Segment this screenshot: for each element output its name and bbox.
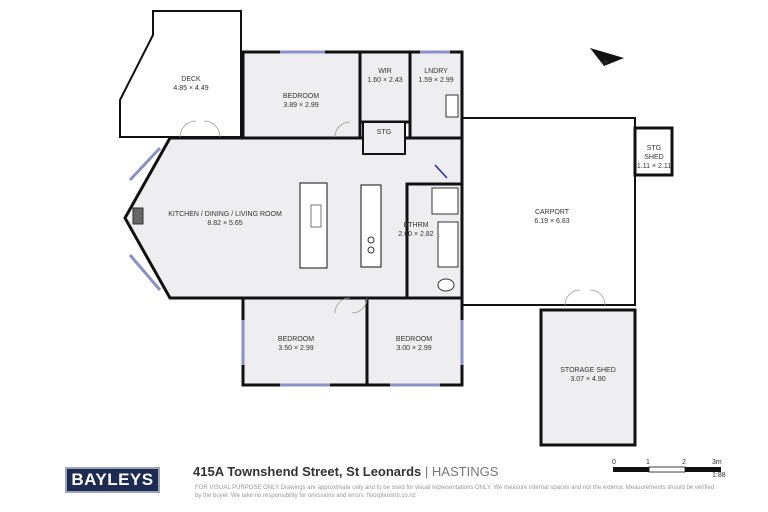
kitchen-bench: [360, 184, 382, 268]
deck-label: DECK: [181, 76, 201, 83]
bedroom-1-label: BEDROOM: [283, 93, 319, 100]
toilet-icon: [437, 278, 455, 292]
scale-tick-3: 3m: [712, 459, 722, 466]
living-size: 8.82 × 5.65: [207, 220, 242, 227]
bathtub-icon: [437, 221, 459, 268]
laundry-tub-icon: [445, 94, 459, 118]
bthrm-label: BTHRM: [404, 222, 429, 229]
wir-label: WIR: [378, 68, 392, 75]
doors: [179, 120, 606, 314]
city-name: HASTINGS: [431, 464, 499, 479]
stg-shed-size: 1.11 × 2.11: [637, 163, 671, 170]
lndry-label: LNDRY: [424, 68, 448, 75]
wir-area: [358, 50, 412, 124]
bedroom-1-area: [241, 50, 362, 140]
bedroom-1-size: 3.89 × 2.99: [283, 102, 318, 109]
address-text: 415A Townshend Street, St Leonards: [193, 464, 422, 479]
stg-shed-label: STG: [647, 145, 661, 152]
bedroom-3-label: BEDROOM: [396, 336, 432, 343]
property-address: 415A Townshend Street, St Leonards | HAS…: [193, 464, 498, 479]
stg-label: STG: [377, 129, 391, 136]
storage-shed-label: STORAGE SHED: [560, 367, 616, 374]
stg-area: [362, 121, 406, 155]
sink-icon: [310, 204, 322, 228]
bedroom-2-label: BEDROOM: [278, 336, 314, 343]
carport-size: 6.19 × 6.83: [534, 218, 569, 225]
stg-shed-area: [633, 126, 674, 177]
bedroom-2-size: 3.50 × 2.99: [278, 345, 313, 352]
scale-tick-1: 1: [646, 459, 650, 466]
wir-size: 1.60 × 2.43: [367, 77, 402, 84]
lndry-size: 1.59 × 2.99: [418, 77, 453, 84]
storage-shed-area: [539, 308, 637, 447]
scale-tick-0: 0: [612, 459, 616, 466]
living-label: KITCHEN / DINING / LIVING ROOM: [168, 211, 282, 218]
svg-text:N: N: [601, 58, 611, 67]
bthrm-size: 2.60 × 2.82: [398, 231, 433, 238]
deck-size: 4.85 × 4.49: [173, 85, 208, 92]
disclaimer: FOR VISUAL PURPOSE ONLY Drawings are app…: [195, 485, 715, 499]
bedroom-3-size: 3.00 × 2.99: [396, 345, 431, 352]
stg-shed-label-2: SHED: [644, 154, 663, 161]
shower-icon: [431, 187, 459, 215]
deck-area: [119, 10, 242, 138]
fireplace-icon: [132, 207, 144, 225]
north-arrow-icon: N: [590, 48, 624, 67]
bayleys-logo: BAYLEYS: [65, 467, 160, 493]
carport-label: CARPORT: [535, 209, 570, 216]
storage-shed-size: 3.07 × 4.90: [570, 376, 605, 383]
stove-icon: [367, 236, 375, 244]
scale-bar: [613, 466, 721, 473]
scale-ratio: 1:88: [712, 472, 726, 479]
address-separator: |: [424, 464, 429, 479]
windows: [128, 50, 464, 387]
scale-tick-2: 2: [682, 459, 686, 466]
